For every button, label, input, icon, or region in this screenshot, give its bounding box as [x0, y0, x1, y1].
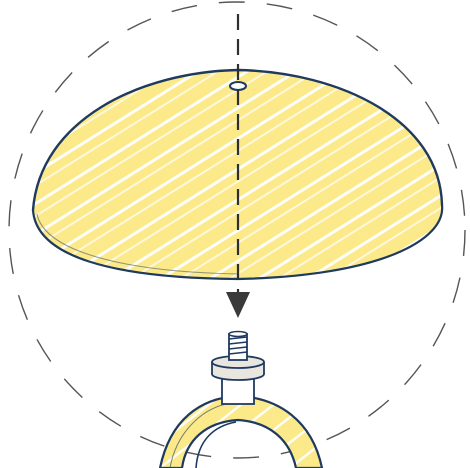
arrow-head-icon [226, 292, 250, 318]
shade-top-hole [229, 81, 247, 91]
threaded-fitting [211, 330, 265, 405]
dashed-boundary-circle [8, 1, 466, 459]
lamp-base-arc [158, 394, 324, 468]
assembly-arrow [226, 14, 250, 318]
